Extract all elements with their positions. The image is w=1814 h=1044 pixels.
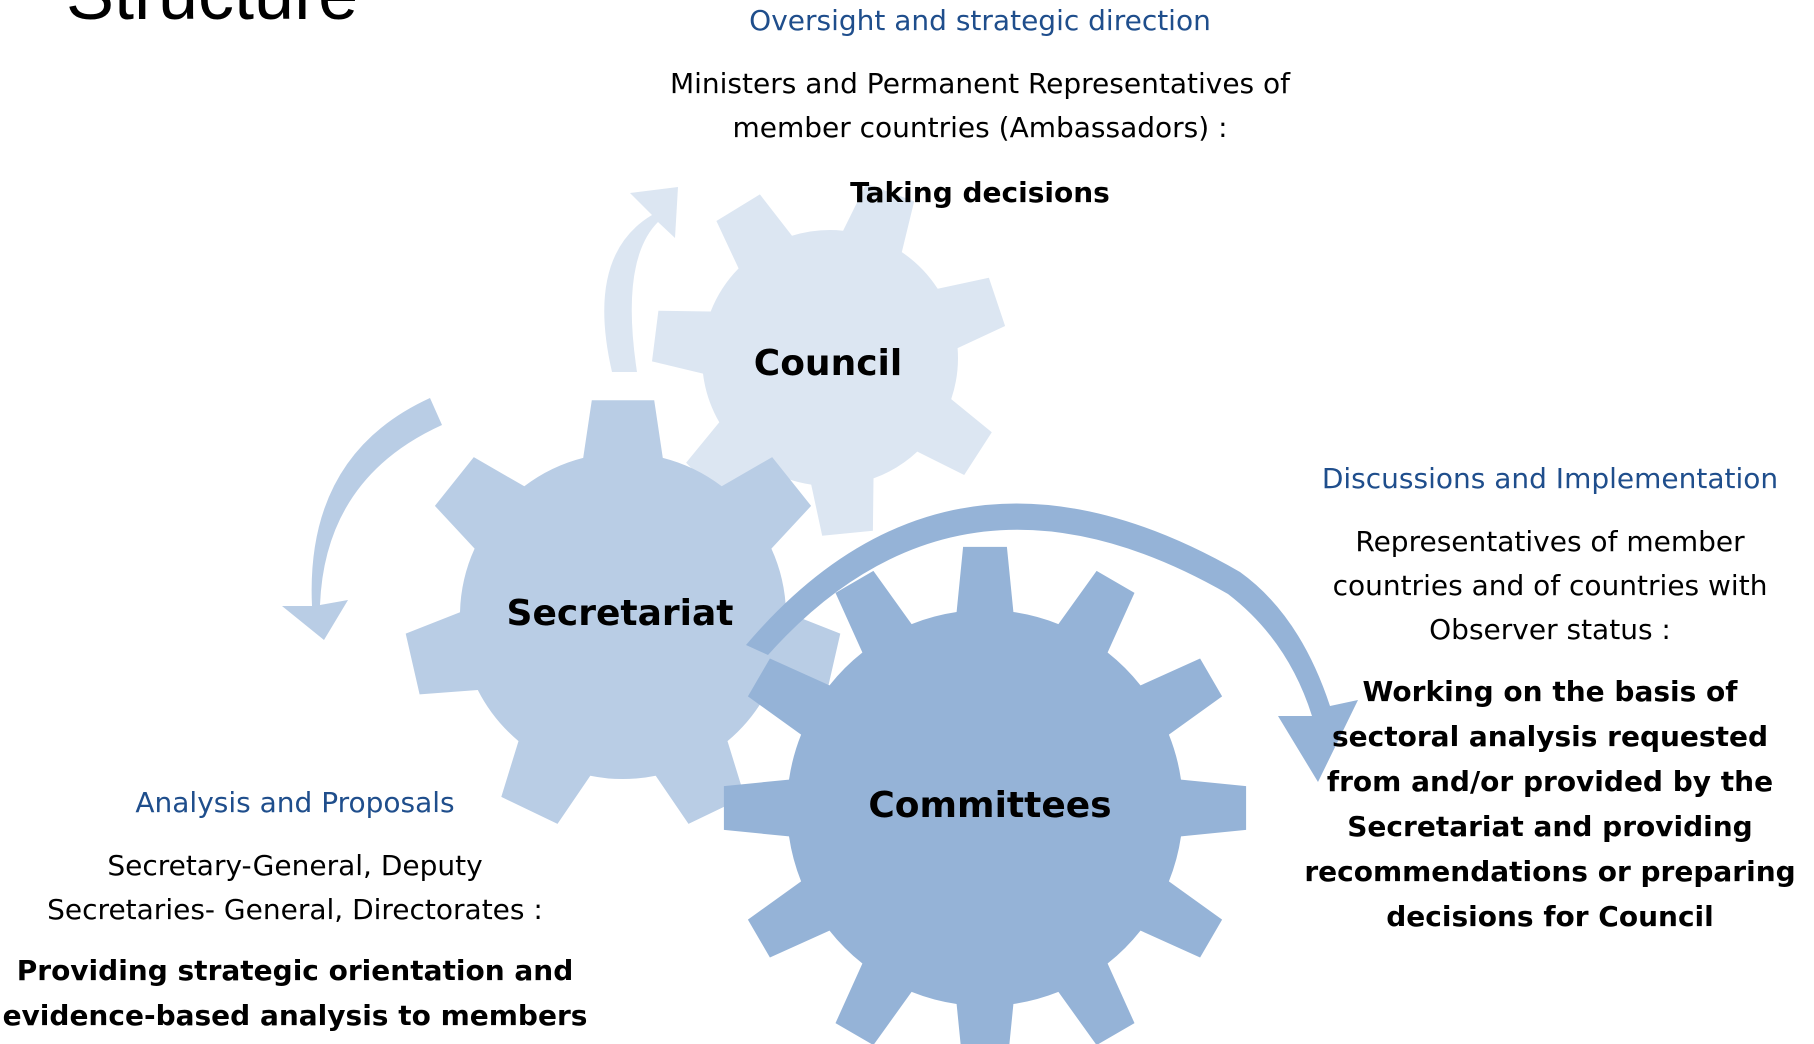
committees-role-line: from and/or provided by the (1326, 765, 1774, 798)
secretariat-heading: Analysis and Proposals (135, 786, 455, 819)
council-gear (652, 183, 1006, 536)
committees-label: Committees (868, 785, 1112, 826)
council-heading: Oversight and strategic direction (749, 4, 1211, 37)
committees-to-discussions-arrow (746, 503, 1358, 782)
committees-description-line: countries and of countries with (1332, 569, 1768, 602)
secretariat-role: Providing strategic orientation and evid… (0, 948, 590, 1038)
secretariat-role-line: evidence-based analysis to members (2, 999, 588, 1032)
secretariat-description: Secretary-General, Deputy Secretaries- G… (10, 844, 580, 932)
committees-description-line: Representatives of member (1355, 525, 1745, 558)
committees-description: Representatives of member countries and … (1300, 520, 1800, 652)
secretariat-to-analysis-arrow (282, 398, 442, 640)
committees-role-line: decisions for Council (1386, 900, 1714, 933)
secretariat-role-line: Providing strategic orientation and (16, 954, 574, 987)
committees-role-line: recommendations or preparing (1304, 855, 1796, 888)
committees-role-line: sectoral analysis requested (1331, 720, 1769, 753)
committees-description-line: Observer status : (1429, 613, 1671, 646)
committees-role-line: Working on the basis of (1362, 675, 1738, 708)
secretariat-description-line: Secretaries- General, Directorates : (47, 893, 543, 926)
committees-gear (723, 546, 1247, 1044)
committees-role-line: Secretariat and providing (1347, 810, 1753, 843)
committees-role: Working on the basis of sectoral analysi… (1290, 669, 1810, 939)
secretariat-label: Secretariat (506, 593, 734, 634)
council-description-line: member countries (Ambassadors) : (732, 111, 1228, 144)
committees-heading: Discussions and Implementation (1321, 462, 1779, 495)
council-to-secretariat-arrow (604, 187, 678, 372)
council-description-line: Ministers and Permanent Representatives … (669, 67, 1291, 100)
page-title: Structure (66, 0, 358, 36)
council-description: Ministers and Permanent Representatives … (610, 62, 1350, 150)
secretariat-description-line: Secretary-General, Deputy (107, 849, 483, 882)
council-label: Council (753, 343, 903, 384)
council-role: Taking decisions (850, 176, 1110, 209)
secretariat-gear (405, 400, 841, 824)
